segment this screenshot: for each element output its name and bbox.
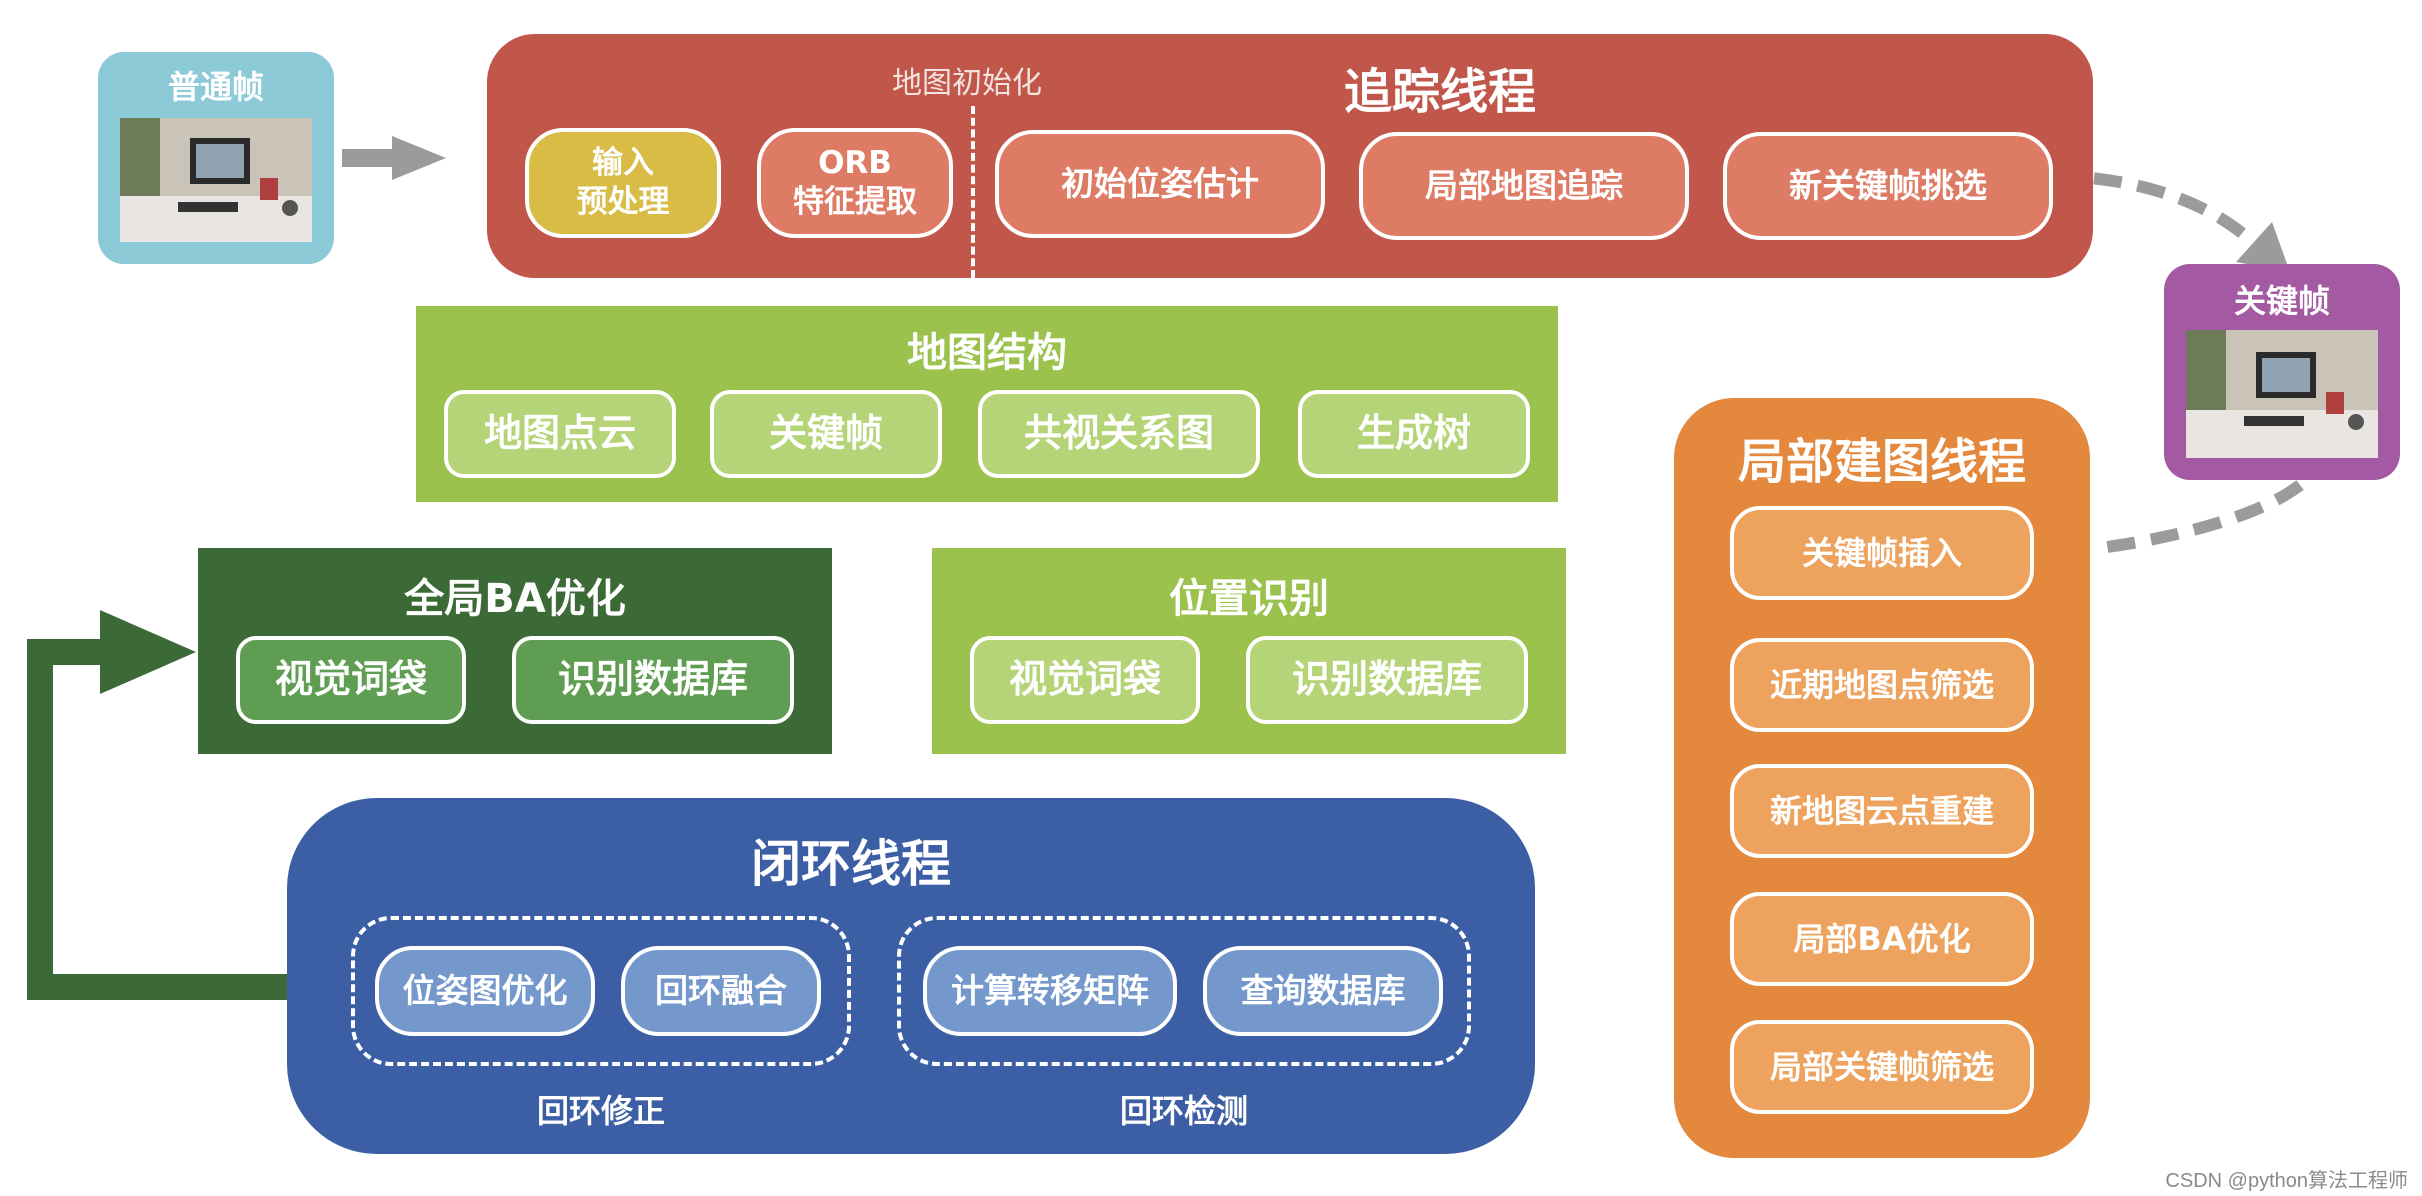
map-structure-item-covisibility-graph[interactable]: 共视关系图 [978, 390, 1260, 478]
loop-closing-panel: 闭环线程 位姿图优化 回环融合 回环修正 计算转移矩阵 查询数据库 回环检测 [287, 798, 1535, 1154]
desk-scene-icon [120, 118, 312, 242]
tracking-step-local-map-tracking[interactable]: 局部地图追踪 [1359, 132, 1689, 240]
global-ba-panel: 全局BA优化 视觉词袋 识别数据库 [198, 548, 832, 754]
loop-detection-label: 回环检测 [1119, 1092, 1248, 1130]
keyframe-image [2186, 330, 2378, 458]
tracking-thread-panel: 追踪线程 地图初始化 输入 预处理 ORB 特征提取 初始位姿估计 局部地图追踪… [487, 34, 2093, 278]
map-structure-panel: 地图结构 地图点云 关键帧 共视关系图 生成树 [416, 306, 1558, 502]
watermark: CSDN @python算法工程师 [2165, 1170, 2408, 1192]
normal-frame-card: 普通帧 [98, 52, 334, 264]
loop-correction-item-loop-fusion[interactable]: 回环融合 [621, 946, 821, 1036]
place-recognition-item-bag-of-words[interactable]: 视觉词袋 [970, 636, 1200, 724]
tracking-step-orb-extraction[interactable]: ORB 特征提取 [757, 128, 953, 238]
place-recognition-panel: 位置识别 视觉词袋 识别数据库 [932, 548, 1566, 754]
map-structure-item-spanning-tree[interactable]: 生成树 [1298, 390, 1530, 478]
map-structure-item-keyframe[interactable]: 关键帧 [710, 390, 942, 478]
loop-correction-group [351, 916, 851, 1066]
local-mapping-step-local-ba[interactable]: 局部BA优化 [1730, 892, 2034, 986]
loop-detection-item-query-db[interactable]: 查询数据库 [1203, 946, 1443, 1036]
arrow-tracking-to-keyframe [2049, 170, 2290, 272]
place-recognition-title: 位置识别 [1169, 576, 1329, 622]
local-mapping-step-keyframe-insert[interactable]: 关键帧插入 [1730, 506, 2034, 600]
desk-image [120, 118, 312, 242]
local-mapping-step-recent-points-culling[interactable]: 近期地图点筛选 [1730, 638, 2034, 732]
local-mapping-title: 局部建图线程 [1737, 434, 2026, 490]
loop-correction-item-pose-graph[interactable]: 位姿图优化 [375, 946, 595, 1036]
map-structure-item-point-cloud[interactable]: 地图点云 [444, 390, 676, 478]
local-mapping-step-new-points-creation[interactable]: 新地图云点重建 [1730, 764, 2034, 858]
loop-correction-label: 回环修正 [536, 1092, 665, 1130]
arrow-normal-to-tracking [342, 136, 446, 180]
loop-detection-group [897, 916, 1471, 1066]
tracking-step-new-keyframe[interactable]: 新关键帧挑选 [1723, 132, 2053, 240]
map-structure-title: 地图结构 [907, 330, 1067, 376]
desk-scene-icon [2186, 330, 2378, 458]
keyframe-title: 关键帧 [2233, 282, 2330, 320]
global-ba-title: 全局BA优化 [404, 576, 626, 622]
loop-detection-item-compute-transform[interactable]: 计算转移矩阵 [923, 946, 1177, 1036]
local-mapping-panel: 局部建图线程 关键帧插入 近期地图点筛选 新地图云点重建 局部BA优化 局部关键… [1674, 398, 2090, 1158]
tracking-thread-title: 追踪线程 [1343, 64, 1536, 120]
map-init-divider [971, 106, 975, 278]
global-ba-item-bag-of-words[interactable]: 视觉词袋 [236, 636, 466, 724]
tracking-step-input-preprocess[interactable]: 输入 预处理 [525, 128, 721, 238]
local-mapping-step-local-keyframe-culling[interactable]: 局部关键帧筛选 [1730, 1020, 2034, 1114]
keyframe-card: 关键帧 [2164, 264, 2400, 480]
arrow-loop-to-global-ba [27, 610, 290, 1000]
normal-frame-title: 普通帧 [167, 68, 264, 106]
global-ba-item-recognition-db[interactable]: 识别数据库 [512, 636, 794, 724]
tracking-step-initial-pose[interactable]: 初始位姿估计 [995, 130, 1325, 238]
place-recognition-item-recognition-db[interactable]: 识别数据库 [1246, 636, 1528, 724]
map-init-label: 地图初始化 [892, 66, 1042, 101]
loop-closing-title: 闭环线程 [751, 835, 951, 893]
